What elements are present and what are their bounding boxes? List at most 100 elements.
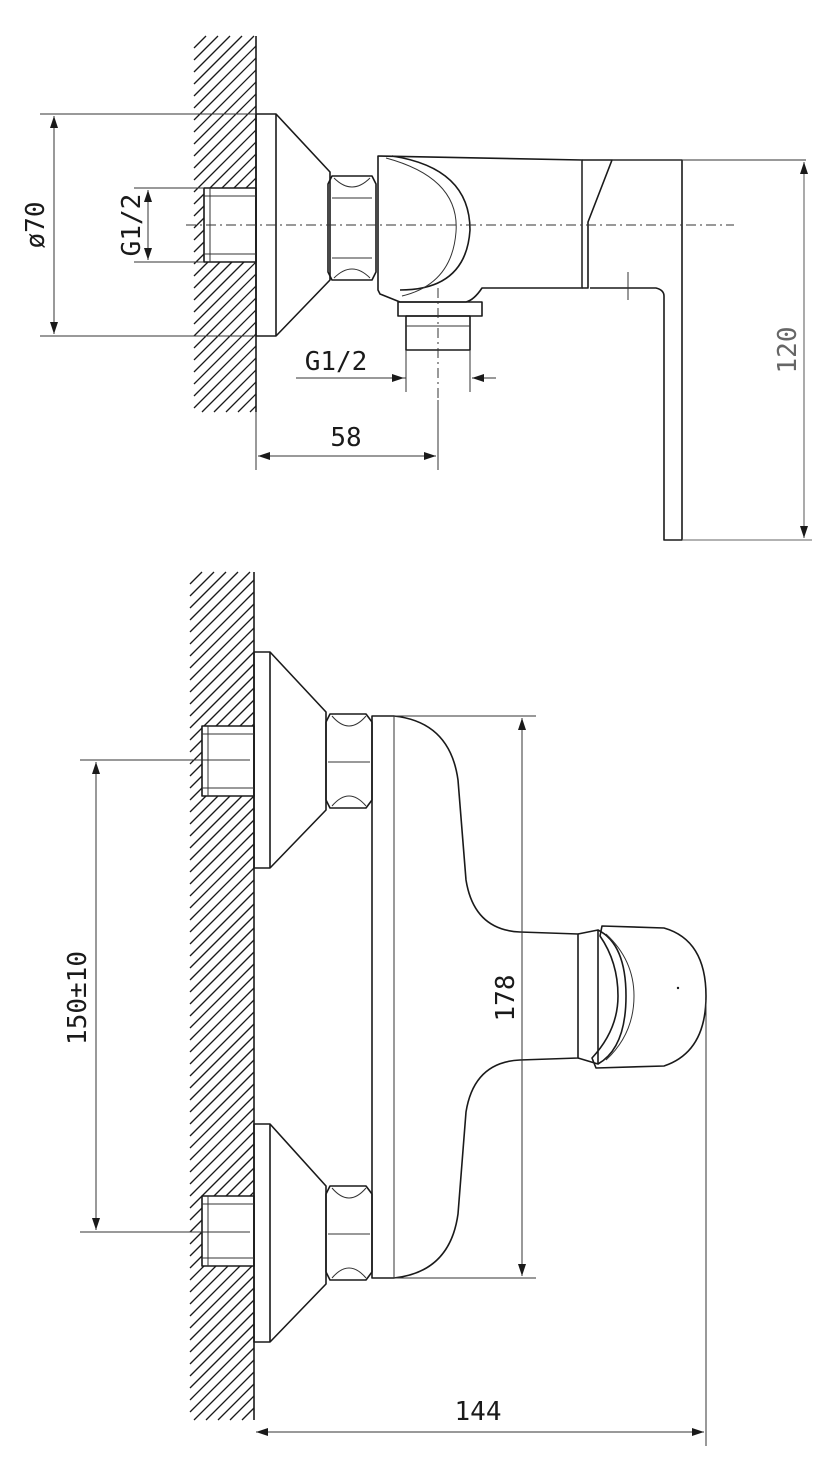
hatch-line [189, 751, 203, 765]
lower-flange [201, 1123, 373, 1343]
hatch-line [193, 129, 257, 193]
hatch-line [189, 1207, 203, 1221]
outlet-nut-top [397, 301, 483, 351]
hatch-line [189, 1047, 255, 1113]
hatch-line [213, 369, 257, 413]
hatch-line [193, 261, 233, 301]
hatch-line [189, 787, 203, 801]
hatch-line [189, 1265, 229, 1305]
hatch-line [189, 651, 255, 717]
hatch-line [189, 1219, 203, 1233]
hatch-line [189, 639, 255, 705]
hatch-line [233, 165, 257, 189]
label-depth: 144 [455, 1397, 502, 1427]
dim-inlet-thread: G1/2 [117, 187, 204, 263]
hatch-line [237, 393, 257, 413]
hatch-line [189, 627, 255, 693]
hatch-line [189, 1265, 217, 1293]
hatch-line [189, 1119, 255, 1185]
hatch-line [189, 975, 255, 1041]
mixer-body-top [377, 155, 583, 303]
hatch-line [189, 1335, 255, 1401]
hatch-line [189, 579, 255, 645]
hatch-line [193, 205, 205, 217]
hatch-line [209, 141, 257, 189]
hatch-line [189, 1131, 255, 1197]
hatch-line [193, 273, 257, 337]
hatch-line [193, 261, 209, 277]
hatch-line [193, 333, 257, 397]
hatch-line [205, 1371, 255, 1421]
wall-hatch-front [189, 571, 255, 1421]
dim-inlet-spacing: 150±10 [63, 759, 250, 1233]
wall-hatch-top [193, 35, 257, 413]
hatch-line [189, 939, 255, 1005]
hatch-line [189, 1287, 255, 1353]
hatch-line [227, 699, 255, 727]
hatch-line [189, 831, 255, 897]
hatch-line [193, 35, 255, 97]
handle-front [577, 925, 707, 1069]
hatch-line [189, 795, 219, 825]
hatch-line [193, 35, 231, 73]
hatch-line [189, 843, 255, 909]
hatch-line [221, 153, 257, 189]
hatch-line [189, 1231, 203, 1245]
hatch-line [193, 285, 257, 349]
mixer-body-front [371, 715, 579, 1279]
hatch-line [189, 571, 203, 585]
hex-nut-top [327, 175, 377, 281]
label-lever-height: 120 [773, 327, 803, 374]
hatch-line [193, 321, 257, 385]
hatch-line [215, 687, 255, 727]
hatch-line [189, 1071, 255, 1137]
hatch-line [189, 1095, 255, 1161]
hatch-line [189, 663, 255, 729]
hatch-line [203, 675, 255, 727]
hatch-line [189, 795, 207, 813]
hatch-line [193, 69, 257, 133]
dim-depth: 144 [256, 1000, 707, 1446]
hatch-line [193, 229, 205, 241]
hatch-line [189, 1107, 255, 1173]
hatch-line [189, 1275, 255, 1341]
label-body-height: 178 [491, 975, 521, 1022]
hatch-line [193, 345, 257, 409]
side-view: ø70 G1/2 G1/2 58 120 [21, 35, 812, 541]
dim-wall-offset: 58 [255, 400, 439, 470]
hatch-line [189, 1323, 255, 1389]
hatch-line [237, 1179, 255, 1197]
hatch-line [189, 1143, 255, 1209]
hatch-line [189, 891, 255, 957]
hatch-line [189, 1011, 255, 1077]
hatch-line [193, 261, 245, 313]
dim-lever-height: 120 [682, 162, 812, 541]
hatch-line [193, 105, 257, 169]
dim-body-height: 178 [394, 715, 536, 1279]
hatch-line [193, 81, 257, 145]
label-inlet-thread: G1/2 [117, 194, 147, 257]
upper-flange [201, 651, 373, 869]
hatch-line [189, 775, 203, 789]
hatch-line [189, 1311, 255, 1377]
hatch-line [193, 261, 221, 289]
label-wall-offset: 58 [330, 423, 361, 453]
hatch-line [189, 571, 227, 609]
hatch-line [189, 603, 255, 669]
hatch-line [189, 739, 203, 753]
hatch-line [239, 711, 255, 727]
label-inlet-spacing: 150±10 [63, 951, 93, 1045]
hatch-line [193, 93, 257, 157]
hatch-line [193, 297, 257, 361]
hatch-line [189, 807, 255, 873]
hatch-line [217, 1383, 255, 1421]
hatch-line [193, 193, 205, 205]
hatch-line [193, 35, 207, 49]
hatch-line [189, 879, 255, 945]
hatch-line [201, 357, 257, 413]
hatch-line [189, 999, 255, 1065]
hatch-line [189, 1023, 255, 1089]
hatch-line [189, 591, 255, 657]
hatch-line [189, 987, 255, 1053]
